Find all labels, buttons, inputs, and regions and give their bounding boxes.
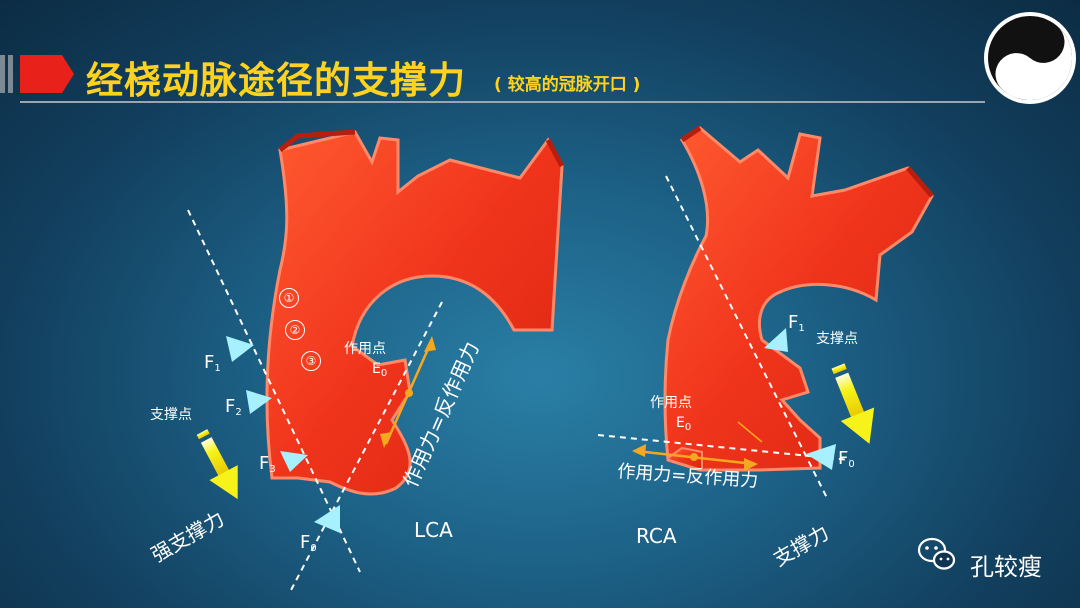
left-action-reaction-arrow: [380, 336, 436, 448]
page-title: 经桡动脉途径的支撑力: [86, 59, 466, 102]
right-support-line: [665, 175, 829, 501]
right-support-arrow-icon: [831, 363, 875, 444]
left-f1-label: F1: [204, 352, 221, 374]
right-support-point-label: 支撑点: [816, 331, 858, 347]
marker-2: ②: [285, 320, 305, 340]
left-aorta-illustration: [265, 129, 565, 496]
right-e0-label: E0: [676, 415, 692, 433]
left-f0-label: F0: [300, 532, 317, 554]
yin-yang-logo: [984, 12, 1076, 104]
left-f3-label: F3: [259, 453, 276, 475]
header-bars: [0, 55, 985, 103]
right-aorta-illustration: [663, 125, 934, 472]
right-f1-support-triangle-icon: [764, 328, 788, 352]
right-f0-force-triangle-icon: [806, 444, 836, 470]
right-action-reaction-arrow: [632, 421, 763, 471]
marker-1: ①: [279, 288, 299, 308]
left-support-point-label: 支撑点: [150, 407, 192, 423]
marker-3: ③: [301, 351, 321, 371]
watermark-text: 孔较瘦: [970, 553, 1042, 581]
left-e0-label: E0: [372, 361, 388, 379]
right-f1-label: F1: [788, 312, 805, 334]
f0-force-triangle-icon: [314, 505, 340, 533]
right-f0-label: F0: [838, 448, 855, 470]
title-arrow-icon: [20, 55, 74, 93]
f3-support-triangle-icon: [280, 451, 308, 472]
right-force-line: [597, 434, 851, 461]
page-subtitle: ( 较高的冠脉开口 ): [494, 75, 641, 95]
rca-label: RCA: [636, 524, 677, 548]
wechat-icon: [917, 537, 956, 570]
left-f2-label: F2: [225, 396, 242, 418]
right-action-point-label: 作用点: [650, 395, 692, 411]
lca-label: LCA: [414, 518, 453, 542]
f1-support-triangle-icon: [226, 336, 254, 362]
left-action-point-label: 作用点: [344, 341, 386, 357]
left-support-arrow-icon: [196, 429, 238, 500]
f2-support-triangle-icon: [246, 390, 272, 414]
